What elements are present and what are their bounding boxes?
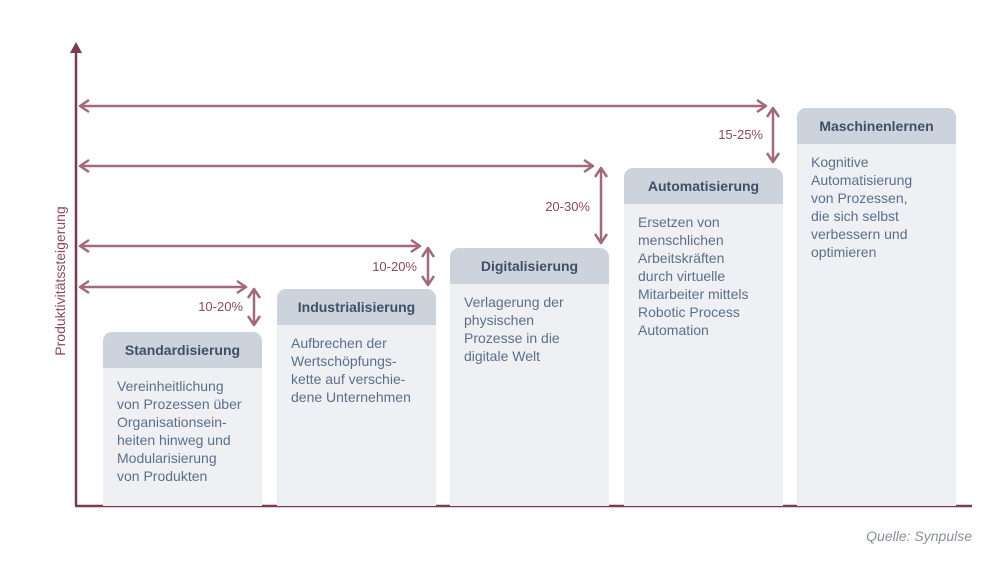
increase-label-standardisierung: 10-20% [198, 299, 243, 314]
stage-description: Aufbrechen der Wertschöpfungs- kette auf… [291, 335, 411, 405]
y-axis-arrowhead [70, 42, 82, 53]
horizontal-arrow-right-head-automatisierung [756, 98, 768, 114]
stage-description: Vereinheitlichung von Prozessen über Org… [117, 378, 242, 484]
vertical-arrow-bottom-head-standardisierung [246, 315, 262, 327]
increase-label-automatisierung: 15-25% [718, 127, 763, 142]
stage-title: Digitalisierung [450, 248, 609, 284]
stage-description: Verlagerung der physischen Prozesse in d… [464, 294, 564, 364]
horizontal-arrow-left-head-automatisierung [78, 98, 90, 114]
vertical-arrow-top-head-automatisierung [765, 106, 781, 118]
horizontal-arrow-right-head-standardisierung [236, 279, 248, 295]
horizontal-arrow-right-head-industrialisierung [410, 238, 422, 254]
stage-column-standardisierung: Standardisierung Vereinheitlichung von P… [103, 332, 262, 506]
vertical-arrow-top-head-industrialisierung [420, 246, 436, 258]
stage-column-automatisierung: Automatisierung Ersetzen von menschliche… [624, 168, 783, 506]
increase-label-digitalisierung: 20-30% [545, 199, 590, 214]
increase-label-industrialisierung: 10-20% [372, 259, 417, 274]
horizontal-arrow-left-head-industrialisierung [78, 238, 90, 254]
stage-description: Kognitive Automatisierung von Prozessen,… [811, 154, 913, 260]
stage-column-maschinenlernen: Maschinenlernen Kognitive Automatisierun… [797, 108, 956, 506]
horizontal-arrow-left-head-digitalisierung [78, 158, 90, 174]
vertical-arrow-bottom-head-digitalisierung [593, 233, 609, 245]
vertical-arrow-top-head-standardisierung [246, 287, 262, 299]
stage-column-digitalisierung: Digitalisierung Verlagerung der physisch… [450, 248, 609, 506]
stage-title: Maschinenlernen [797, 108, 956, 144]
stage-column-industrialisierung: Industrialisierung Aufbrechen der Wertsc… [277, 289, 436, 506]
stage-title: Automatisierung [624, 168, 783, 204]
stage-title: Standardisierung [103, 332, 262, 368]
vertical-arrow-bottom-head-automatisierung [765, 152, 781, 164]
stage-description: Ersetzen von menschlichen Arbeitskräften… [638, 214, 749, 338]
horizontal-arrow-left-head-standardisierung [78, 279, 90, 295]
source-note: Quelle: Synpulse [866, 528, 972, 544]
vertical-arrow-bottom-head-industrialisierung [420, 275, 436, 287]
y-axis-label: Produktivitätssteigerung [52, 206, 68, 356]
vertical-arrow-top-head-digitalisierung [593, 166, 609, 178]
stage-title: Industrialisierung [277, 289, 436, 325]
horizontal-arrow-right-head-digitalisierung [583, 158, 595, 174]
